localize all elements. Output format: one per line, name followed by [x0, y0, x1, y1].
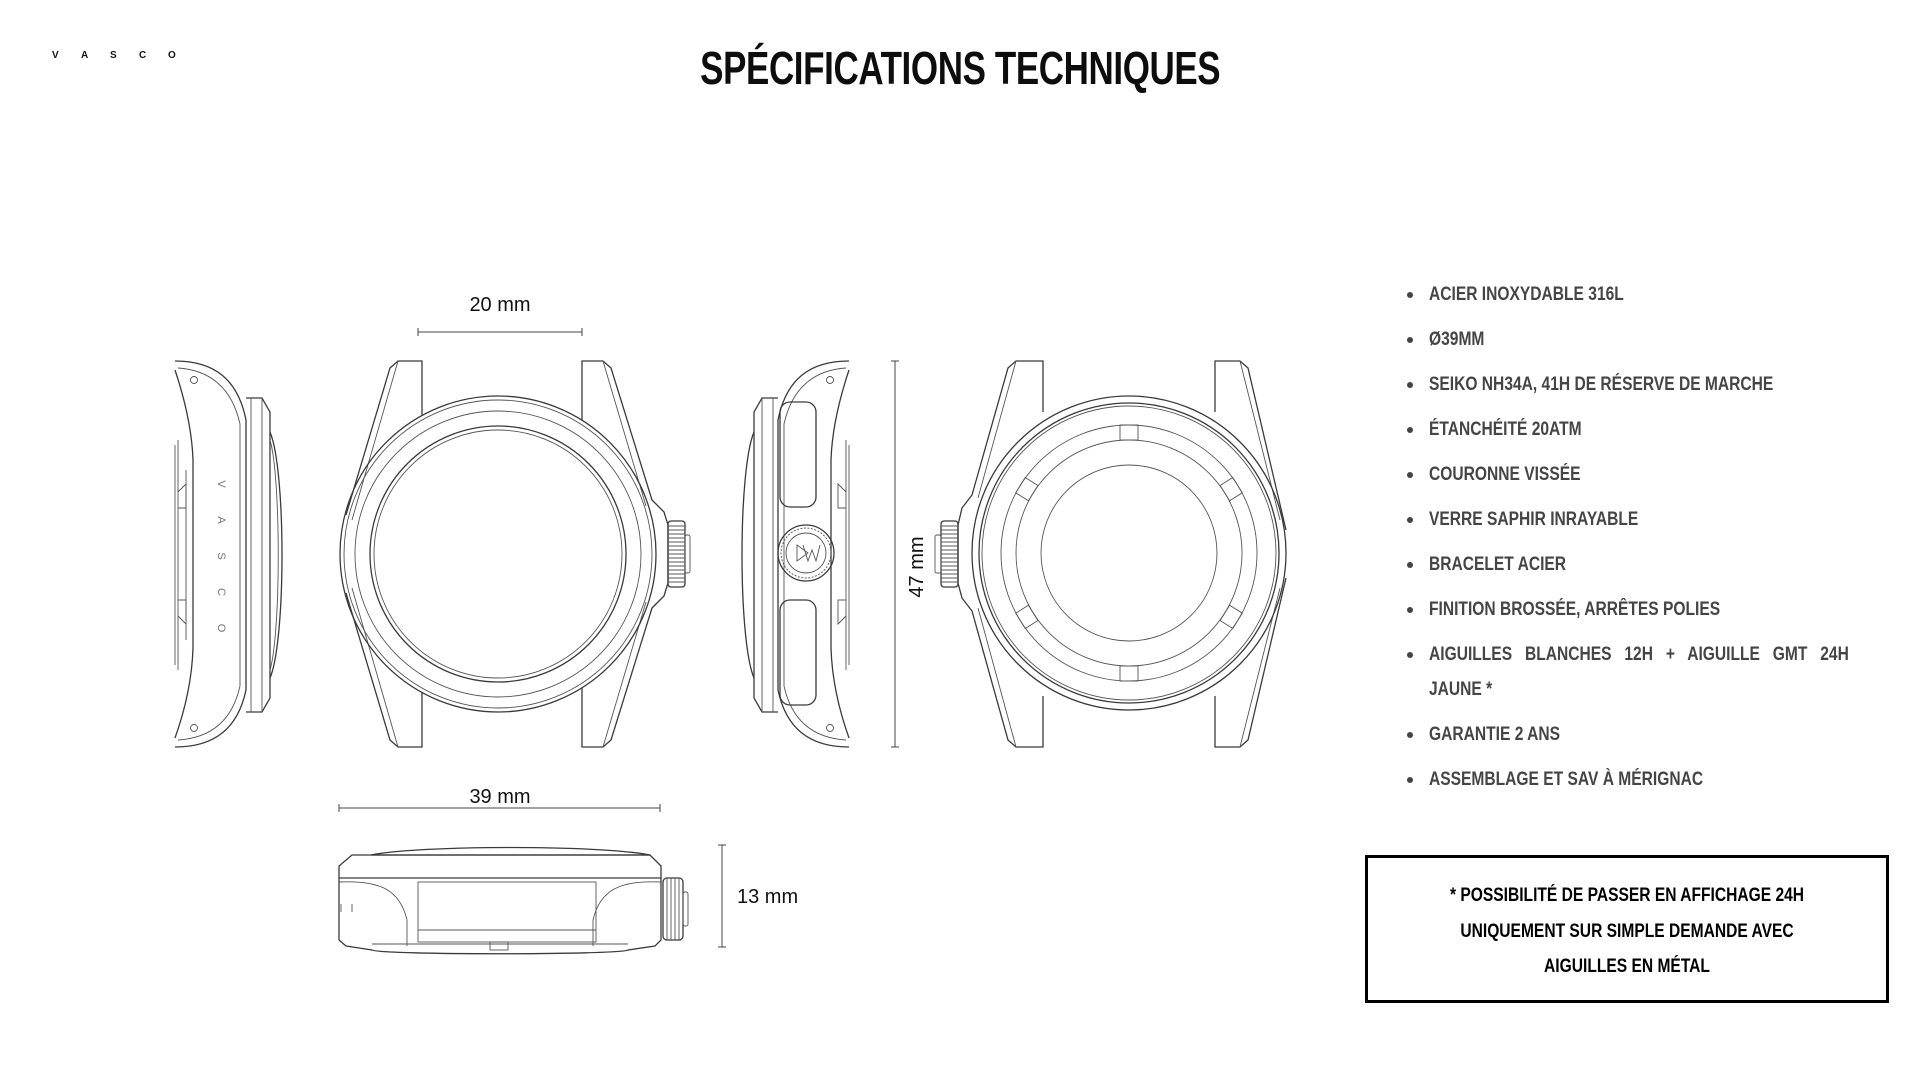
spec-text: AIGUILLES BLANCHES 12H + AIGUILLE GMT 24…	[1429, 644, 1849, 700]
spec-text: ASSEMBLAGE ET SAV À MÉRIGNAC	[1429, 769, 1704, 790]
spec-item: ASSEMBLAGE ET SAV À MÉRIGNAC	[1404, 762, 1920, 797]
bullet-icon	[1407, 382, 1413, 388]
spec-text: ACIER INOXYDABLE 316L	[1429, 284, 1624, 305]
logo-letter: A	[81, 50, 89, 61]
bullet-icon	[1407, 337, 1413, 343]
dimension-label: 47 mm	[906, 536, 928, 597]
watch-front-view	[339, 360, 691, 748]
watch-profile-view	[338, 846, 689, 955]
spec-item: AIGUILLES BLANCHES 12H + AIGUILLE GMT 24…	[1404, 637, 1920, 707]
bullet-icon	[1407, 652, 1413, 658]
dimension-label: 39 mm	[469, 786, 530, 808]
crown-icon	[934, 520, 959, 588]
spec-text: GARANTIE 2 ANS	[1429, 724, 1561, 745]
spec-item: GARANTIE 2 ANS	[1404, 717, 1920, 752]
crown-face-icon	[777, 524, 835, 582]
spec-item: ÉTANCHÉITÉ 20ATM	[1404, 412, 1920, 447]
dimension-label: 20 mm	[469, 294, 530, 316]
bullet-icon	[1407, 732, 1413, 738]
dimension-label: 13 mm	[737, 886, 798, 908]
bullet-icon	[1407, 472, 1413, 478]
crown-icon	[667, 520, 691, 588]
crown-icon	[662, 877, 689, 941]
page-title-container: SPÉCIFICATIONS TECHNIQUES	[0, 40, 1920, 96]
watch-side-view-left: V A S C O	[174, 360, 283, 748]
watch-side-view-right	[741, 360, 850, 748]
bullet-icon	[1407, 607, 1413, 613]
spec-text: Ø39MM	[1429, 329, 1485, 350]
logo-letter: S	[110, 50, 117, 61]
engraving-letter: V	[215, 480, 227, 488]
bullet-icon	[1407, 292, 1413, 298]
spec-item: Ø39MM	[1404, 322, 1920, 357]
engraving-letter: A	[215, 516, 227, 524]
page-title: SPÉCIFICATIONS TECHNIQUES	[699, 42, 1221, 94]
bullet-icon	[1407, 777, 1413, 783]
spec-item: FINITION BROSSÉE, ARRÊTES POLIES	[1404, 592, 1920, 627]
spec-text: BRACELET ACIER	[1429, 554, 1567, 575]
spec-item: COURONNE VISSÉE	[1404, 457, 1920, 492]
spec-text: COURONNE VISSÉE	[1429, 464, 1581, 485]
engraving-letter: S	[215, 552, 227, 559]
spec-text: SEIKO NH34A, 41H DE RÉSERVE DE MARCHE	[1429, 374, 1774, 395]
spec-item: VERRE SAPHIR INRAYABLE	[1404, 502, 1920, 537]
spec-list: ACIER INOXYDABLE 316L Ø39MM SEIKO NH34A,…	[1404, 277, 1920, 807]
logo-letter: V	[52, 50, 59, 61]
bullet-icon	[1407, 562, 1413, 568]
footnote-line: * POSSIBILITÉ DE PASSER EN AFFICHAGE 24H	[1449, 885, 1805, 906]
dimension-diameter: 39 mm	[338, 786, 661, 812]
logo-letter: C	[139, 50, 147, 61]
spec-item: ACIER INOXYDABLE 316L	[1404, 277, 1920, 312]
dimension-lug-width: 20 mm	[417, 294, 583, 336]
footnote-line: UNIQUEMENT SUR SIMPLE DEMANDE AVEC	[1460, 920, 1794, 942]
spec-item: SEIKO NH34A, 41H DE RÉSERVE DE MARCHE	[1404, 367, 1920, 402]
bullet-icon	[1407, 427, 1413, 433]
footnote-line: AIGUILLES EN MÉTAL	[1544, 956, 1710, 977]
footnote-box: * POSSIBILITÉ DE PASSER EN AFFICHAGE 24H…	[1365, 855, 1889, 1003]
logo-letter: O	[168, 50, 176, 61]
spec-text: ÉTANCHÉITÉ 20ATM	[1429, 419, 1582, 440]
spec-item: BRACELET ACIER	[1404, 547, 1920, 582]
dimension-thickness: 13 mm	[718, 844, 798, 948]
dimension-length: 47 mm	[891, 360, 928, 748]
engraving-letter: C	[215, 588, 227, 596]
engraving-letter: O	[215, 624, 227, 633]
bullet-icon	[1407, 517, 1413, 523]
watch-back-view	[934, 360, 1287, 748]
spec-text: VERRE SAPHIR INRAYABLE	[1429, 509, 1639, 530]
spec-text: FINITION BROSSÉE, ARRÊTES POLIES	[1429, 599, 1721, 620]
